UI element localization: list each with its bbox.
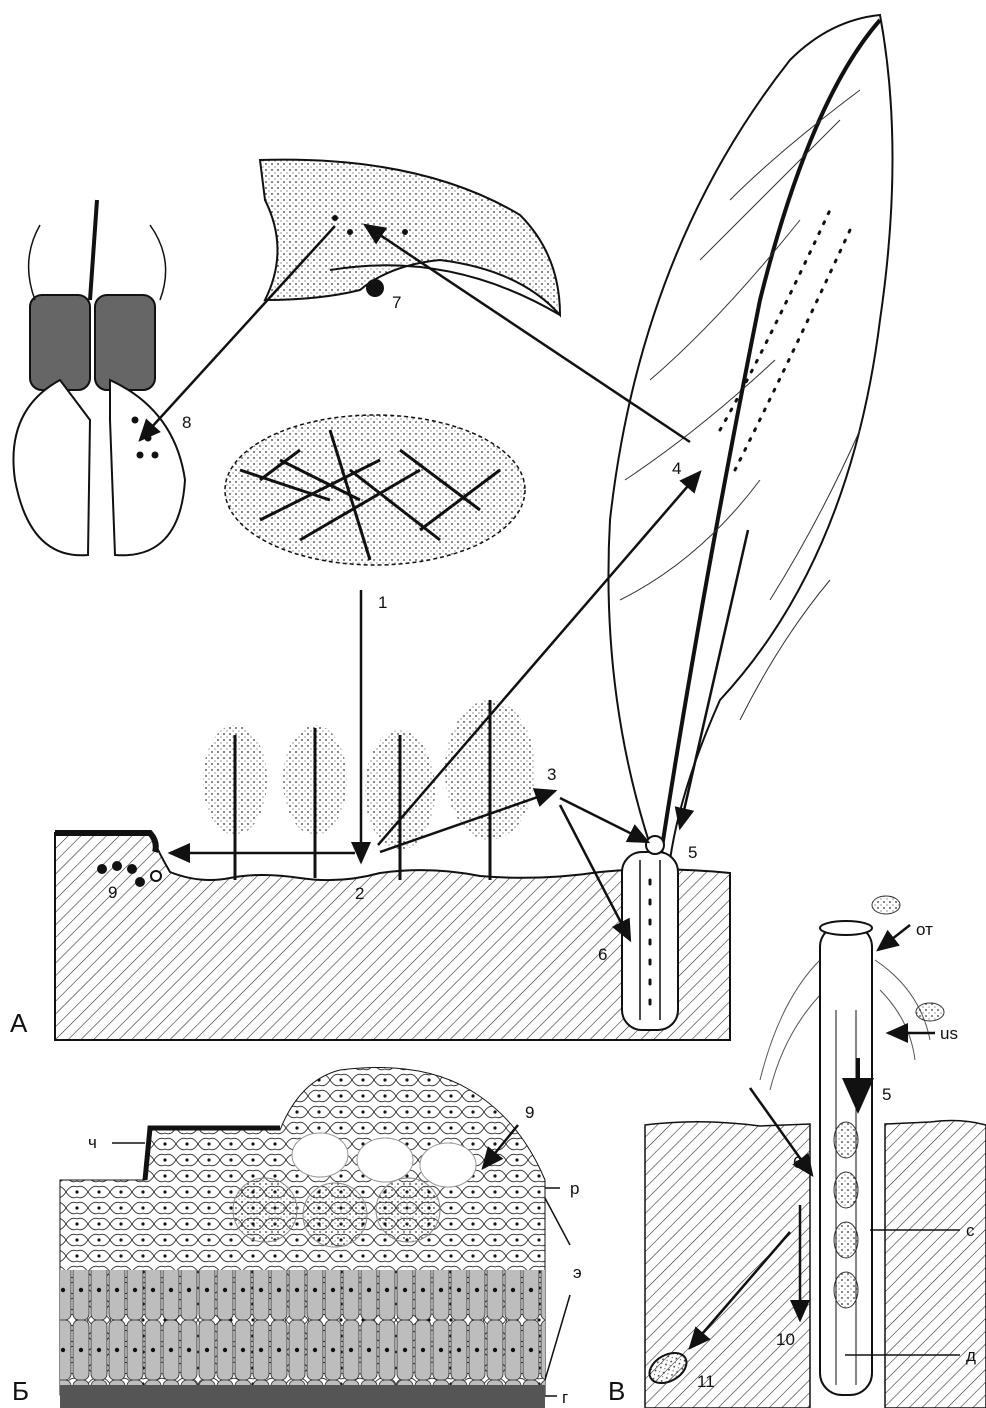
tree-1 [203,725,267,880]
leader-e-1 [545,1198,570,1245]
label-11: 11 [697,1372,715,1391]
tree-2 [283,725,347,878]
skin-section [645,1121,986,1408]
num-5: 5 [688,843,697,862]
nest [225,415,525,565]
label-us: us [940,1024,958,1043]
dermis [60,1385,545,1408]
tree-4 [445,700,535,880]
label-10: 10 [776,1330,795,1349]
mite-outside-2 [916,1003,944,1021]
panel-a: 1 2 3 4 5 6 7 8 9 А [10,15,893,1040]
arrow-7-8 [140,226,335,440]
num-1: 1 [378,593,387,612]
num-8: 8 [182,413,191,432]
num-3: 3 [547,765,556,784]
label-e: э [573,1263,582,1282]
leader-e-2 [545,1295,570,1380]
label-9-b: 9 [525,1103,534,1122]
arrow-3-5 [560,798,648,842]
label-s: с [966,1221,975,1240]
num-4: 4 [672,459,681,478]
panel-b: ч 9 р э г Б [12,1068,582,1408]
label-d: д [966,1346,976,1365]
quill-shaft [820,925,872,1395]
label-g: г [562,1388,568,1407]
num-2: 2 [355,884,364,903]
num-9: 9 [108,883,117,902]
basal-layer [60,1270,545,1385]
label-r: р [570,1179,579,1198]
label-ot: от [916,920,933,939]
panel-label-c: В [608,1376,625,1406]
panel-label-b: Б [12,1376,29,1406]
label-ch: ч [88,1133,97,1152]
arrow-ot [878,925,910,950]
tree-3 [365,730,435,880]
label-6-c: 6 [793,1153,802,1172]
num-7: 7 [392,293,401,312]
bird-head [260,160,560,315]
mite-outside-1 [872,896,900,914]
panel-label-a: А [10,1008,28,1038]
num-6: 6 [598,945,607,964]
respiratory-organ [13,200,185,555]
quill-top [820,921,872,935]
label-5-c: 5 [882,1085,891,1104]
feather [608,15,892,1030]
